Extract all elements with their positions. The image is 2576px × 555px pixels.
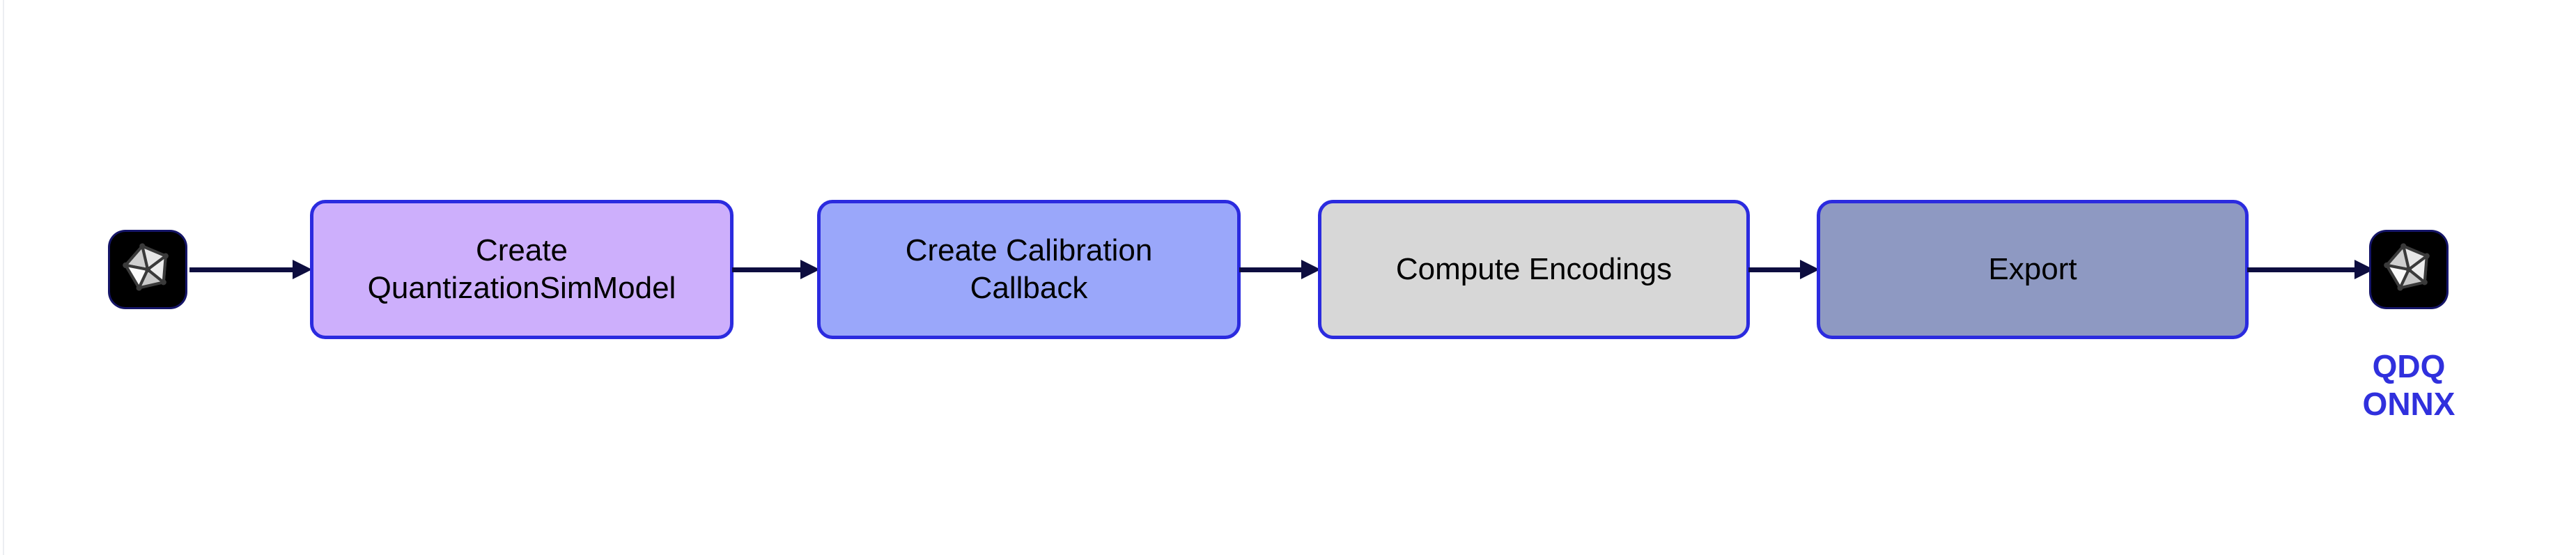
left-edge-rule <box>3 0 4 555</box>
onnx-logo-icon-input <box>110 232 185 307</box>
onnx-polyhedron-icon <box>2384 243 2430 291</box>
step-create-calibration-callback[interactable]: Create Calibration Callback <box>817 200 1241 339</box>
step-label: Compute Encodings <box>1395 252 1673 287</box>
step-create-quantizationsimmodel[interactable]: Create QuantizationSimModel <box>310 200 734 339</box>
arrow-shaft <box>1748 267 1801 272</box>
arrow-shaft <box>732 267 802 272</box>
connector-arrow-3 <box>1239 260 1321 279</box>
step-export[interactable]: Export <box>1817 200 2249 339</box>
connector-arrow-5 <box>2247 260 2374 279</box>
connector-arrow-2 <box>732 260 820 279</box>
arrow-head-icon <box>2354 260 2374 279</box>
onnx-polyhedron-icon <box>123 243 169 291</box>
connector-arrow-4 <box>1748 260 1820 279</box>
arrow-shaft <box>2247 267 2356 272</box>
step-label: Export <box>1988 252 2077 287</box>
step-compute-encodings[interactable]: Compute Encodings <box>1318 200 1750 339</box>
onnx-logo-icon-output <box>2371 232 2446 307</box>
output-format-label: QDQ ONNX <box>2362 348 2455 422</box>
arrow-head-icon <box>1800 260 1820 279</box>
connector-arrow-1 <box>189 260 312 279</box>
arrow-shaft <box>189 267 294 272</box>
step-label: Create Calibration Callback <box>905 233 1153 305</box>
step-label: Create QuantizationSimModel <box>367 233 676 305</box>
arrow-shaft <box>1239 267 1303 272</box>
arrow-head-icon <box>293 260 312 279</box>
arrow-head-icon <box>1301 260 1321 279</box>
pipeline-flow-row: Create QuantizationSimModel Create Calib… <box>0 200 2576 339</box>
arrow-head-icon <box>800 260 820 279</box>
